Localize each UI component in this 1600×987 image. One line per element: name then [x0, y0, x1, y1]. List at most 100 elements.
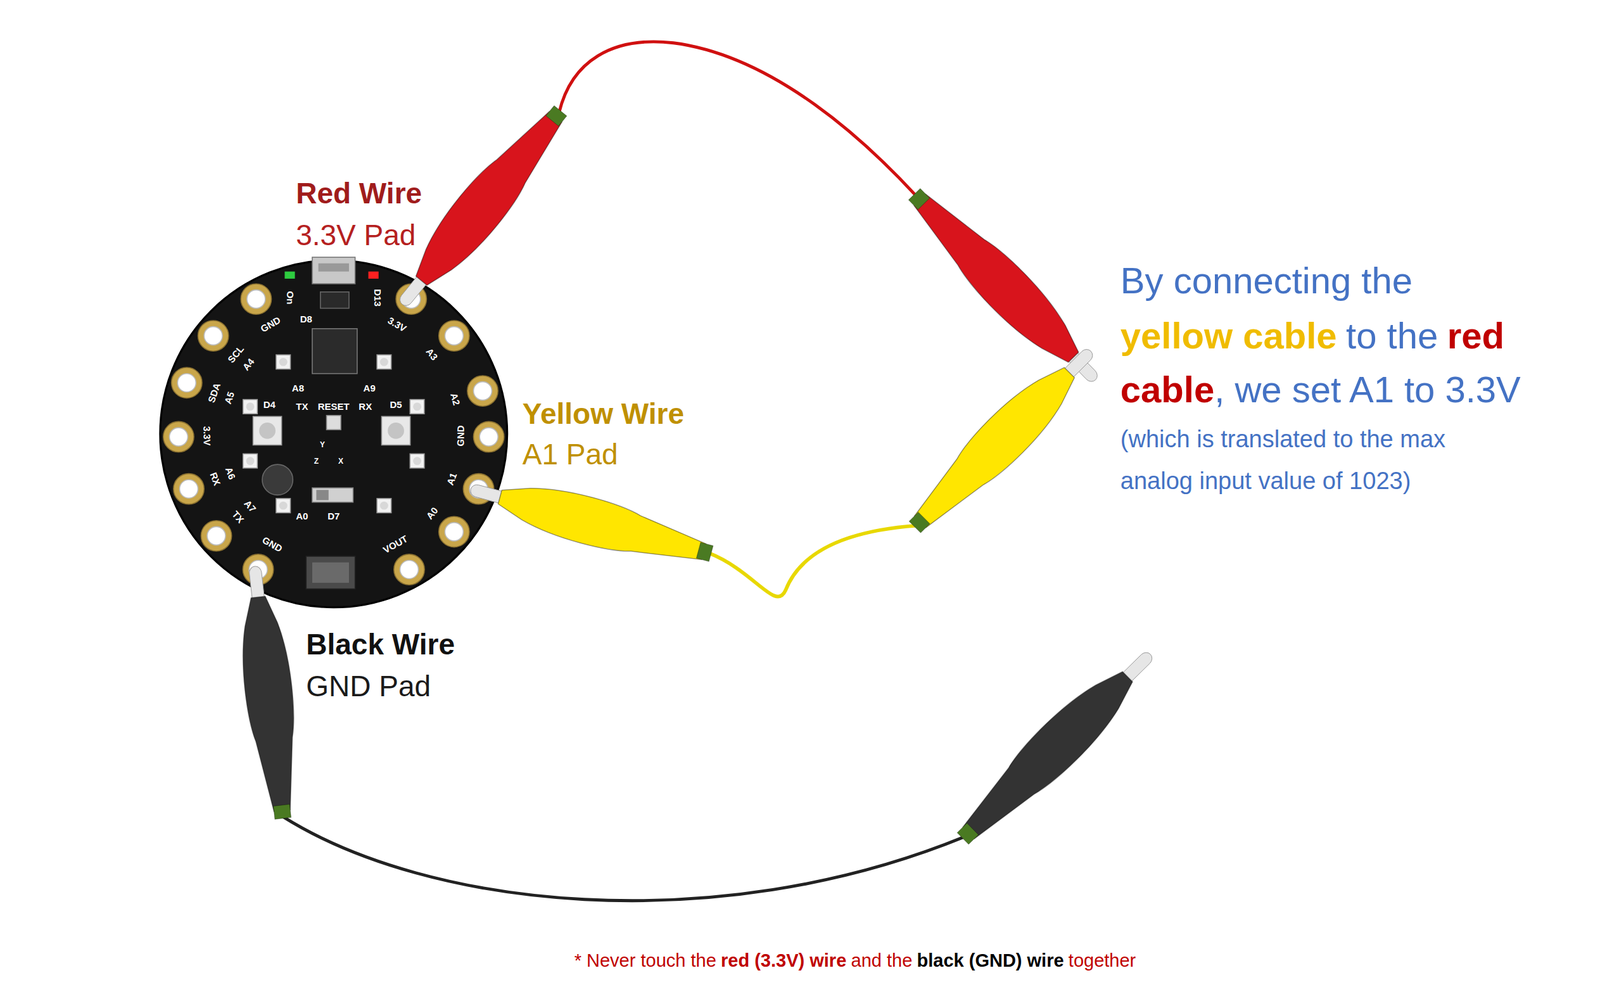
usb-connector: [312, 257, 356, 284]
neopixel: [376, 354, 392, 370]
wire-label: Black Wire: [305, 628, 455, 662]
small-chip: [320, 292, 350, 309]
board-label: X: [338, 457, 344, 465]
pad-label-line: A1 Pad: [522, 437, 619, 473]
pad-label: GND Pad: [305, 670, 431, 704]
pad-hole: [444, 522, 464, 541]
red-led: [368, 271, 379, 279]
pad-hole: [473, 381, 492, 401]
pad-hole: [207, 526, 226, 545]
pad: [171, 367, 203, 398]
neopixel: [409, 399, 425, 415]
neopixel: [276, 354, 291, 370]
black-clip: [231, 563, 306, 821]
board-label: 3.3V: [202, 426, 213, 446]
board-label: A3: [424, 346, 440, 362]
pad-hole: [247, 290, 266, 309]
board-label: D13: [373, 289, 383, 308]
neopixel-lens: [380, 357, 389, 367]
note-subtext-line: (which is translated to the max analog i…: [1120, 420, 1507, 505]
pad-hole: [203, 326, 223, 346]
board-body: [160, 260, 508, 608]
pad-hole: [444, 326, 464, 346]
board-label: A7: [243, 498, 259, 514]
pad-holes: [169, 290, 498, 579]
board-label: GND: [455, 425, 466, 447]
note-text-line: By connecting the: [1120, 258, 1413, 303]
neopixel: [243, 399, 258, 415]
pad-label-line: 3.3V Pad: [295, 218, 416, 254]
neopixel-lens: [246, 402, 255, 411]
neopixel: [243, 453, 258, 469]
speaker: [262, 464, 293, 495]
board-label: TX: [295, 401, 308, 412]
pad-hole: [179, 479, 199, 498]
pad-hole: [169, 427, 188, 446]
pad-label-line: GND Pad: [305, 669, 431, 705]
note-text: to the: [1346, 314, 1438, 356]
pad: [200, 520, 232, 552]
red-wire: [559, 41, 917, 197]
button-a: [253, 416, 282, 445]
wire-label: Red Wire: [295, 176, 422, 210]
note-text: , we set A1 to 3.3V: [1214, 369, 1521, 411]
board-label: On: [285, 291, 295, 305]
board-label: A6: [224, 465, 238, 481]
board-label: Z: [314, 457, 319, 465]
slide-switch: [312, 487, 353, 503]
board-label: TX: [230, 509, 246, 525]
pad: [240, 283, 272, 315]
board-label: A9: [363, 383, 376, 393]
pad: [163, 421, 194, 452]
board-label: GND: [260, 535, 284, 554]
board-label: D5: [389, 399, 402, 409]
wire-label: Yellow Wire: [522, 397, 685, 431]
board-label: VOUT: [381, 533, 410, 555]
pad-label: A1 Pad: [522, 438, 619, 472]
footnote-text-line: * Never touch thered (3.3V) wireand theb…: [574, 949, 1137, 972]
black-clip: [946, 637, 1167, 856]
battery-socket: [312, 562, 350, 583]
note-text-line: cable, we set A1 to 3.3V: [1120, 368, 1521, 413]
board-label: D7: [327, 510, 340, 521]
board-label: RX: [358, 401, 372, 412]
wire-label-line: Yellow Wire: [522, 396, 685, 432]
yellow-clip: [464, 466, 718, 576]
neopixel-lens: [412, 402, 422, 411]
wire-label-line: Black Wire: [305, 627, 455, 663]
board-label: A2: [449, 391, 462, 407]
board-label: A1: [445, 471, 459, 487]
pad: [173, 473, 204, 505]
black-wire: [282, 816, 965, 901]
note-text: yellow cable: [1120, 314, 1338, 356]
neopixel-lens: [279, 357, 288, 367]
board-label: A0: [295, 510, 308, 521]
footnote-text: * Never touch the: [574, 950, 717, 971]
footnote-text: together: [1068, 950, 1136, 971]
board-label: GND: [259, 314, 282, 334]
neopixel-lens: [380, 501, 389, 510]
neopixel-lens: [412, 456, 422, 465]
neopixel-lenses: [246, 357, 422, 510]
wire-label-line: Red Wire: [295, 176, 422, 211]
pad-label: 3.3V Pad: [295, 219, 416, 253]
footnote-text: and the: [851, 950, 913, 971]
neopixel: [376, 498, 392, 514]
neopixel-lens: [279, 501, 288, 510]
neopixels: [243, 354, 425, 513]
pad: [467, 375, 498, 407]
pad: [198, 320, 229, 351]
note-text: cable: [1120, 369, 1215, 411]
board-label: A8: [292, 383, 305, 393]
board-label: RESET: [317, 401, 350, 412]
board-label: D4: [263, 399, 276, 409]
footnote-text: black (GND) wire: [917, 950, 1065, 971]
neopixel: [276, 498, 291, 514]
green-led: [284, 271, 295, 279]
slide-knob: [316, 489, 329, 500]
pad-hole: [479, 427, 498, 446]
board-label: RX: [209, 471, 223, 488]
neopixel-lens: [246, 456, 255, 465]
usb-opening: [318, 263, 350, 272]
neopixel: [409, 453, 425, 469]
